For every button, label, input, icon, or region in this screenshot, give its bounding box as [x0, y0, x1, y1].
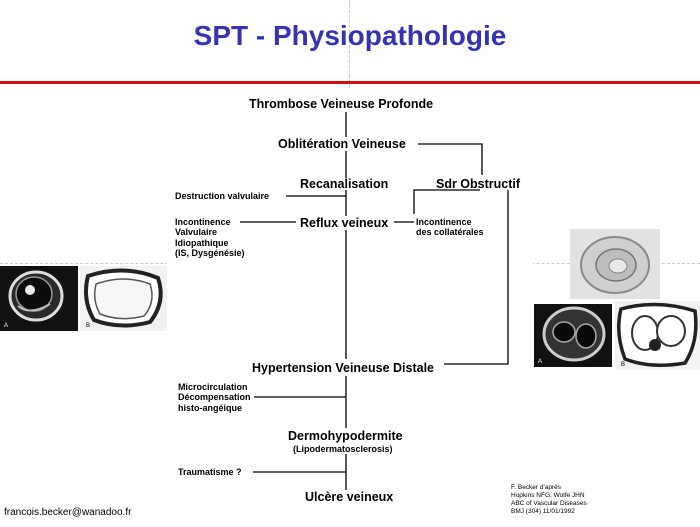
- link-obliteration-sdr: [418, 143, 483, 175]
- node-microcirculation: Microcirculation Décompensation histo-an…: [178, 382, 251, 413]
- title-divider: [0, 81, 700, 84]
- node-tvp: Thrombose Veineuse Profonde: [249, 97, 434, 111]
- right-vein-scan-a: A: [534, 304, 612, 367]
- link-sdr-hypertension: [444, 190, 509, 365]
- right-scan-label-a: A: [538, 359, 542, 365]
- left-histo-label-b: B: [86, 323, 90, 329]
- slide-title: SPT - Physiopathologie: [193, 20, 507, 51]
- node-lipodermatosclerosis: (Lipodermatosclerosis): [293, 444, 393, 454]
- node-incontinence-collaterales: Incontinence des collatérales: [416, 217, 484, 238]
- left-vein-scan-a: A: [0, 266, 78, 331]
- node-dermohypodermite: Dermohypodermite: [288, 429, 403, 443]
- right-vein-histology-top: [570, 229, 660, 299]
- node-ulcere-veineux: Ulcère veineux: [305, 490, 394, 504]
- node-traumatisme: Traumatisme ?: [178, 467, 242, 477]
- author-email: francois.becker@wanadoo.fr: [4, 507, 132, 518]
- node-reflux-veineux: Reflux veineux: [300, 216, 389, 230]
- node-obliteration: Oblitération Veineuse: [278, 137, 406, 151]
- link-sdr-collaterales: [413, 189, 480, 214]
- node-hypertension: Hypertension Veineuse Distale: [252, 361, 435, 375]
- node-destruction-valvulaire: Destruction valvulaire: [175, 191, 270, 201]
- right-histo-label-b: B: [621, 362, 625, 368]
- node-sdr-obstructif: Sdr Obstructif: [436, 177, 521, 191]
- source-credit: F. Becker d'après Hopkins NFG, Wolfe JHN…: [511, 484, 587, 516]
- right-vein-histology-b: B: [615, 301, 700, 369]
- flow-diagram-panel: [167, 89, 533, 527]
- left-vein-histology-b: B: [80, 266, 168, 331]
- left-scan-label-a: A: [4, 323, 8, 329]
- node-incontinence-valvulaire: Incontinence Valvulaire Idiopathique (IS…: [175, 217, 245, 259]
- node-recanalisation: Recanalisation: [300, 177, 389, 191]
